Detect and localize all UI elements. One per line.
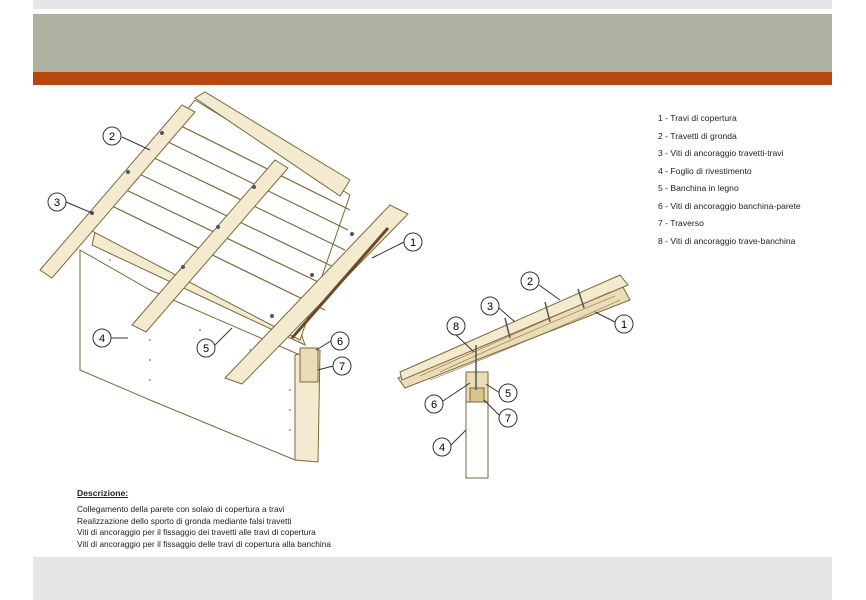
callout-left-5-label: 5 (203, 343, 209, 355)
section-traverso (469, 387, 485, 403)
callout-left-2-label: 2 (109, 131, 115, 143)
description-line: Collegamento della parete con solaio di … (77, 504, 285, 514)
ridge-panel (194, 91, 351, 197)
rafter-left (39, 104, 196, 279)
description-block: Descrizione: Collegamento della parete c… (77, 488, 497, 550)
callout-left-4-label: 4 (99, 333, 105, 345)
legend-item: 7 - Traverso (658, 218, 704, 228)
callout-left-4 (92, 328, 112, 348)
legend-item: 4 - Foglio di rivestimento (658, 165, 752, 176)
callout-right-5-label: 5 (505, 388, 511, 400)
callout-left-2 (102, 126, 122, 146)
callout-left-1-label: 1 (410, 237, 416, 249)
rafter-right (224, 204, 409, 385)
traverso-block (299, 347, 319, 383)
slide-header-band (33, 14, 832, 72)
callout-right-5 (498, 383, 518, 403)
callout-left-5 (196, 338, 216, 358)
callout-right-6-label: 6 (431, 399, 437, 411)
callout-right-6 (424, 394, 444, 414)
legend-item: 1 - Travi di copertura (658, 113, 737, 123)
callout-right-3 (480, 296, 500, 316)
callout-left-3-label: 3 (54, 197, 60, 209)
legend-item: 3 - Viti di ancoraggio travetti-travi (658, 148, 784, 158)
top-strip (33, 0, 832, 9)
slide-accent-bar (33, 72, 832, 85)
legend-item: 2 - Travetti di gronda (658, 130, 737, 141)
description-heading: Descrizione: (77, 488, 129, 498)
callout-right-4 (432, 437, 452, 457)
callout-right-7-label: 7 (505, 413, 511, 425)
rafter-middle (131, 159, 289, 333)
legend-item: 8 - Viti di ancoraggio trave-banchina (658, 235, 796, 246)
callout-right-4-label: 4 (439, 442, 445, 454)
callout-right-3-label: 3 (487, 301, 493, 313)
callout-left-3 (47, 192, 67, 212)
legend-item: 6 - Viti di ancoraggio banchina-parete (658, 200, 801, 211)
callout-left-7-label: 7 (339, 361, 345, 373)
description-lines: Collegamento della parete con solaio di … (77, 504, 497, 550)
description-line: Viti di ancoraggio per il fissaggio dei … (77, 527, 316, 537)
legend-list: 1 - Travi di copertura 2 - Travetti di g… (658, 110, 801, 250)
callout-left-6-label: 6 (337, 336, 343, 348)
callout-right-1-label: 1 (621, 319, 627, 331)
description-line: Viti di ancoraggio per il fissaggio dell… (77, 538, 331, 549)
slide-footer-band (33, 557, 832, 600)
callout-left-6 (330, 331, 350, 351)
description-line: Realizzazione dello sporto di gronda med… (77, 515, 292, 526)
callout-right-8 (446, 316, 466, 336)
legend-item: 5 - Banchina in legno (658, 183, 739, 193)
callout-right-7 (498, 408, 518, 428)
callout-right-2 (520, 271, 540, 291)
callout-left-7 (332, 356, 352, 376)
callout-right-8-label: 8 (453, 321, 459, 333)
callout-right-1 (614, 314, 634, 334)
callout-left-1 (403, 232, 423, 252)
callout-right-2-label: 2 (527, 276, 533, 288)
